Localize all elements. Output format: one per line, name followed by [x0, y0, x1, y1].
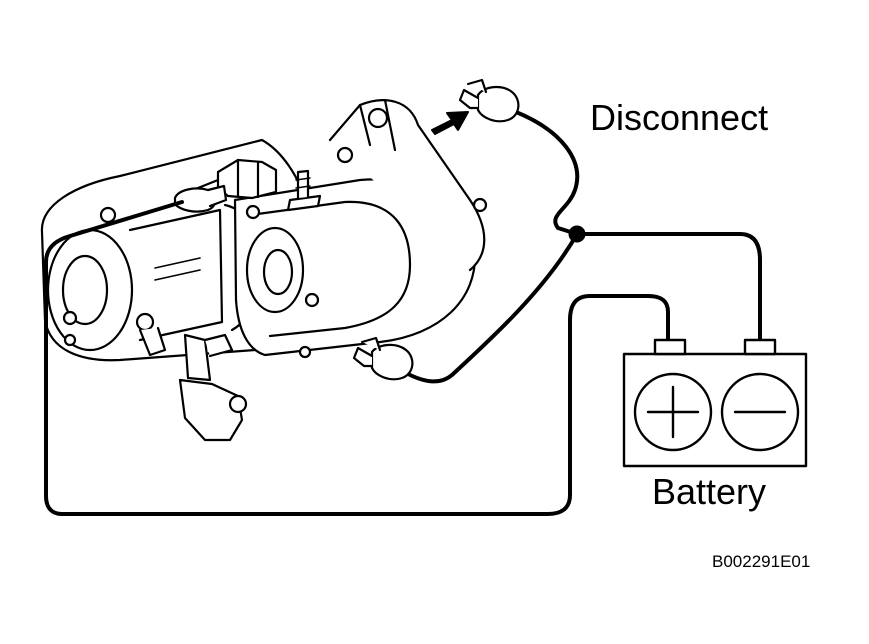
wire-junction: [568, 225, 586, 243]
starter-motor: [40, 98, 488, 442]
battery-negative-post: [743, 338, 777, 356]
plus-icon: [646, 385, 700, 439]
motor-terminal-cap: [173, 184, 228, 213]
disconnect-label: Disconnect: [590, 97, 769, 138]
battery-label: Battery: [652, 471, 767, 512]
figure-code: B002291E01: [712, 552, 811, 571]
battery-positive-post: [653, 338, 687, 356]
battery: [622, 338, 808, 468]
clip-upper: [458, 78, 520, 123]
clip-lower: [352, 336, 414, 381]
wires: [44, 110, 762, 516]
disconnect-arrow: [431, 111, 469, 135]
